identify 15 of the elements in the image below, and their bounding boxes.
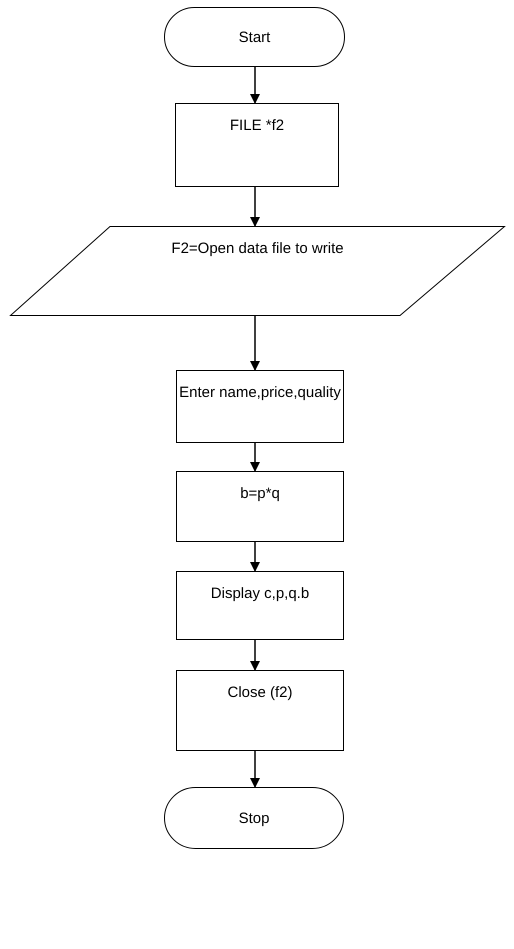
- node-label: Enter name,price,quality: [179, 384, 341, 401]
- arrow: [250, 640, 260, 671]
- arrow: [250, 67, 260, 104]
- node-label: F2=Open data file to write: [171, 240, 344, 257]
- arrow: [250, 542, 260, 572]
- arrow: [250, 316, 260, 371]
- arrow: [250, 187, 260, 227]
- arrow: [250, 443, 260, 472]
- node-label: b=p*q: [240, 485, 280, 502]
- node-label: Stop: [238, 810, 270, 826]
- node-label: FILE *f2: [230, 117, 284, 134]
- node-label: Display c,p,q.b: [210, 585, 310, 602]
- node-label: Close (f2): [227, 684, 293, 701]
- node-label: Start: [238, 28, 270, 46]
- arrow: [250, 751, 260, 788]
